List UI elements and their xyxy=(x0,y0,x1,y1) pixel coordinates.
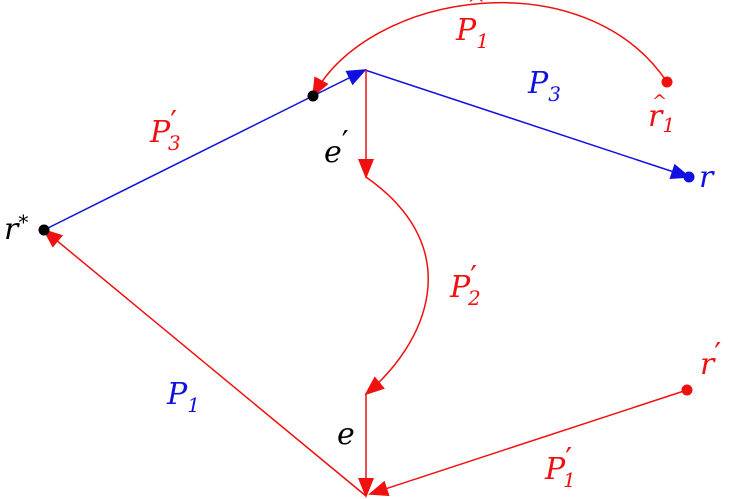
label-p1-prime: P′1 xyxy=(544,442,576,492)
label-r-prime: r′ xyxy=(700,337,721,382)
hat-accent-icon: ^ xyxy=(652,91,667,112)
edge-p1 xyxy=(42,228,367,497)
edge-p-hat-1 xyxy=(312,2,668,98)
label-p3-prime: P′3 xyxy=(149,105,181,155)
label-p2-prime: P′2 xyxy=(449,260,481,310)
edge-p3 xyxy=(364,69,691,179)
node-r-hat-1 xyxy=(661,76,673,88)
label-e-prime: e′ xyxy=(324,125,349,170)
hat-accent-icon: ^ xyxy=(467,0,485,18)
label-p1: P1 xyxy=(166,377,200,417)
label-e: e xyxy=(337,417,355,452)
node-r-prime xyxy=(681,384,693,396)
label-r: r xyxy=(699,160,715,195)
label-p3: P3 xyxy=(527,66,561,106)
edge-p2prime xyxy=(364,176,429,396)
label-p-hat-1: P1 xyxy=(455,13,489,53)
node-r xyxy=(683,171,695,183)
node-top-black xyxy=(307,90,319,102)
node-r-star xyxy=(38,224,50,236)
label-r-hat-1: r1 xyxy=(648,99,675,137)
label-r-star: r* xyxy=(4,210,28,247)
edge-p1prime xyxy=(368,389,688,496)
